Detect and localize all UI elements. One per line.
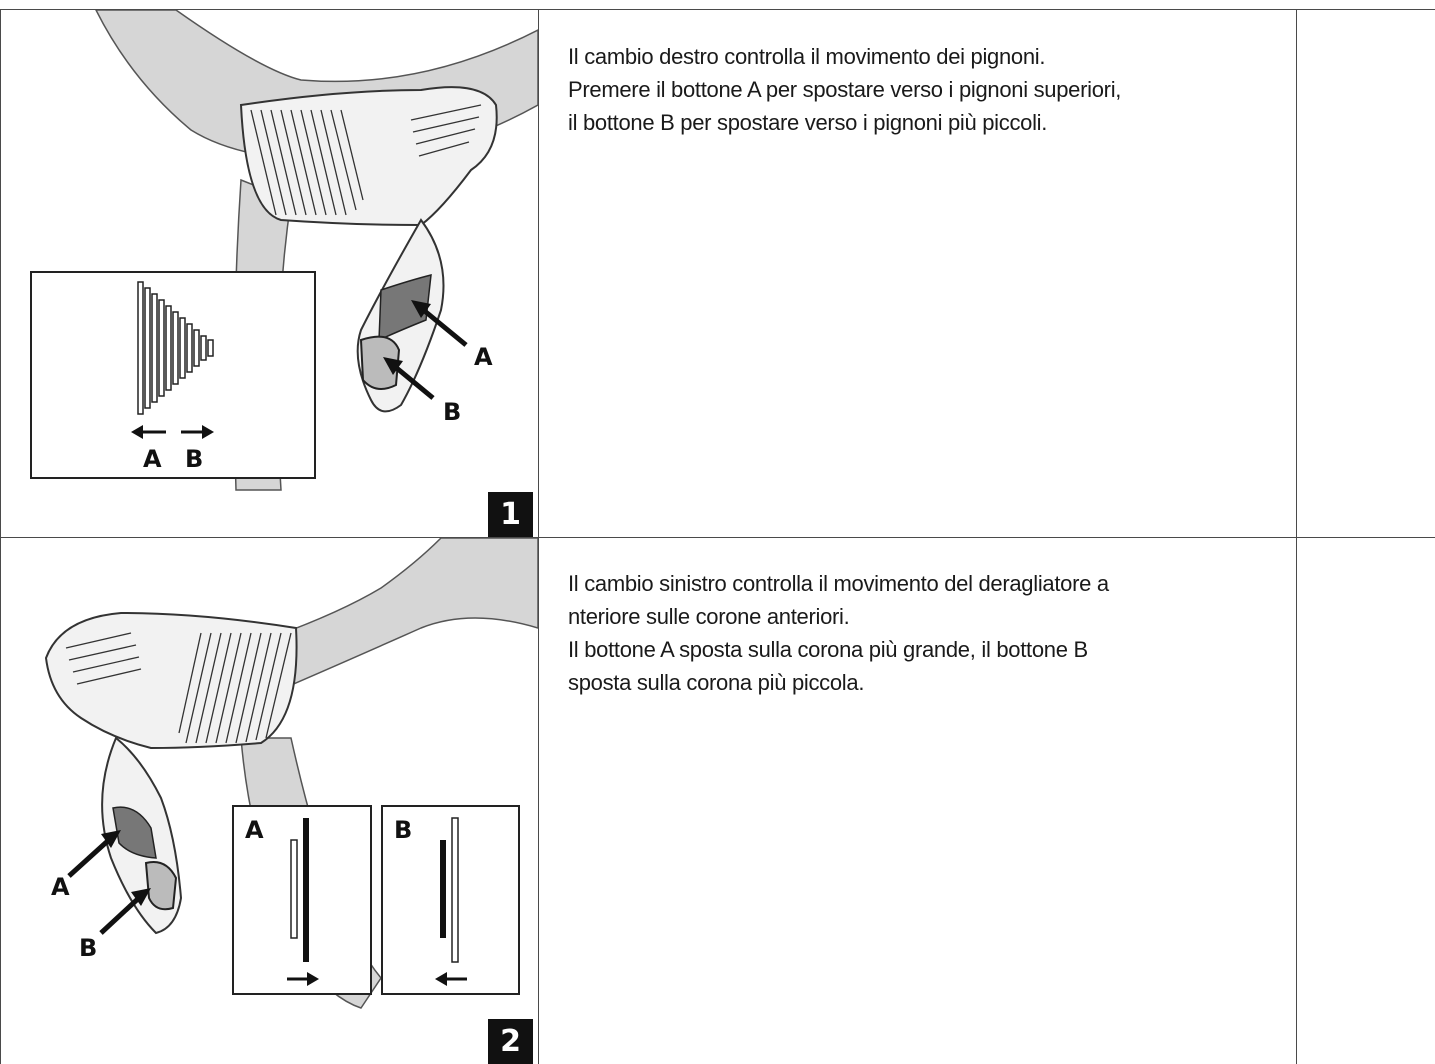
callout-b-label: B	[79, 934, 97, 962]
callout-b-label: B	[443, 398, 461, 426]
button-a	[378, 274, 432, 342]
description-line: nteriore sulle corone anteriori.	[568, 604, 850, 629]
inset-b-label: B	[394, 816, 412, 844]
cassette-sprockets	[137, 281, 214, 415]
column-divider-2	[1296, 9, 1297, 1064]
row-divider	[0, 537, 1435, 538]
arrow-a-head	[101, 830, 121, 848]
button-b	[359, 335, 401, 390]
description-line: il bottone B per spostare verso i pignon…	[568, 110, 1048, 135]
small-chainring	[290, 839, 298, 939]
arrow-b-head	[383, 357, 403, 375]
step-2-description: Il cambio sinistro controlla il moviment…	[568, 567, 1268, 699]
arrow-a-head	[411, 300, 431, 318]
chainring-inset-b	[381, 805, 520, 995]
description-line: sposta sulla corona più piccola.	[568, 670, 865, 695]
description-line: Il bottone A sposta sulla corona più gra…	[568, 637, 1088, 662]
callout-a-label: A	[51, 873, 70, 901]
arrow-a	[67, 836, 113, 878]
table-top-border	[0, 9, 1435, 10]
step-number-badge: 1	[488, 492, 533, 537]
large-chainring-active	[303, 818, 309, 962]
table-left-border	[0, 9, 1, 1064]
arrow-a	[419, 306, 468, 347]
inset-a-label: A	[245, 816, 264, 844]
brake-hood	[44, 611, 298, 750]
description-line: Il cambio sinistro controlla il moviment…	[568, 571, 1109, 596]
inset-label-b: B	[185, 445, 203, 473]
inset-label-a: A	[143, 445, 162, 473]
hood-texture	[65, 632, 292, 744]
step-number-badge: 2	[488, 1019, 533, 1064]
arrow-b	[391, 363, 435, 400]
column-divider-1	[538, 9, 539, 1064]
description-line: Premere il bottone A per spostare verso …	[568, 77, 1122, 102]
button-b	[144, 861, 178, 911]
hood-texture	[250, 104, 482, 216]
arrow-b	[99, 894, 143, 935]
button-a	[112, 806, 157, 859]
left-shifter-illustration: A B A B	[44, 538, 538, 1009]
large-chainring	[451, 817, 459, 963]
chainring-inset-a	[232, 805, 372, 995]
small-chainring-active	[440, 840, 446, 938]
brake-hood	[239, 86, 498, 227]
description-line: Il cambio destro controlla il movimento …	[568, 44, 1046, 69]
step-1-description: Il cambio destro controlla il movimento …	[568, 40, 1268, 139]
callout-a-label: A	[474, 343, 493, 371]
arrow-b-head	[131, 888, 151, 906]
right-shifter-illustration: A B A B	[30, 10, 538, 491]
